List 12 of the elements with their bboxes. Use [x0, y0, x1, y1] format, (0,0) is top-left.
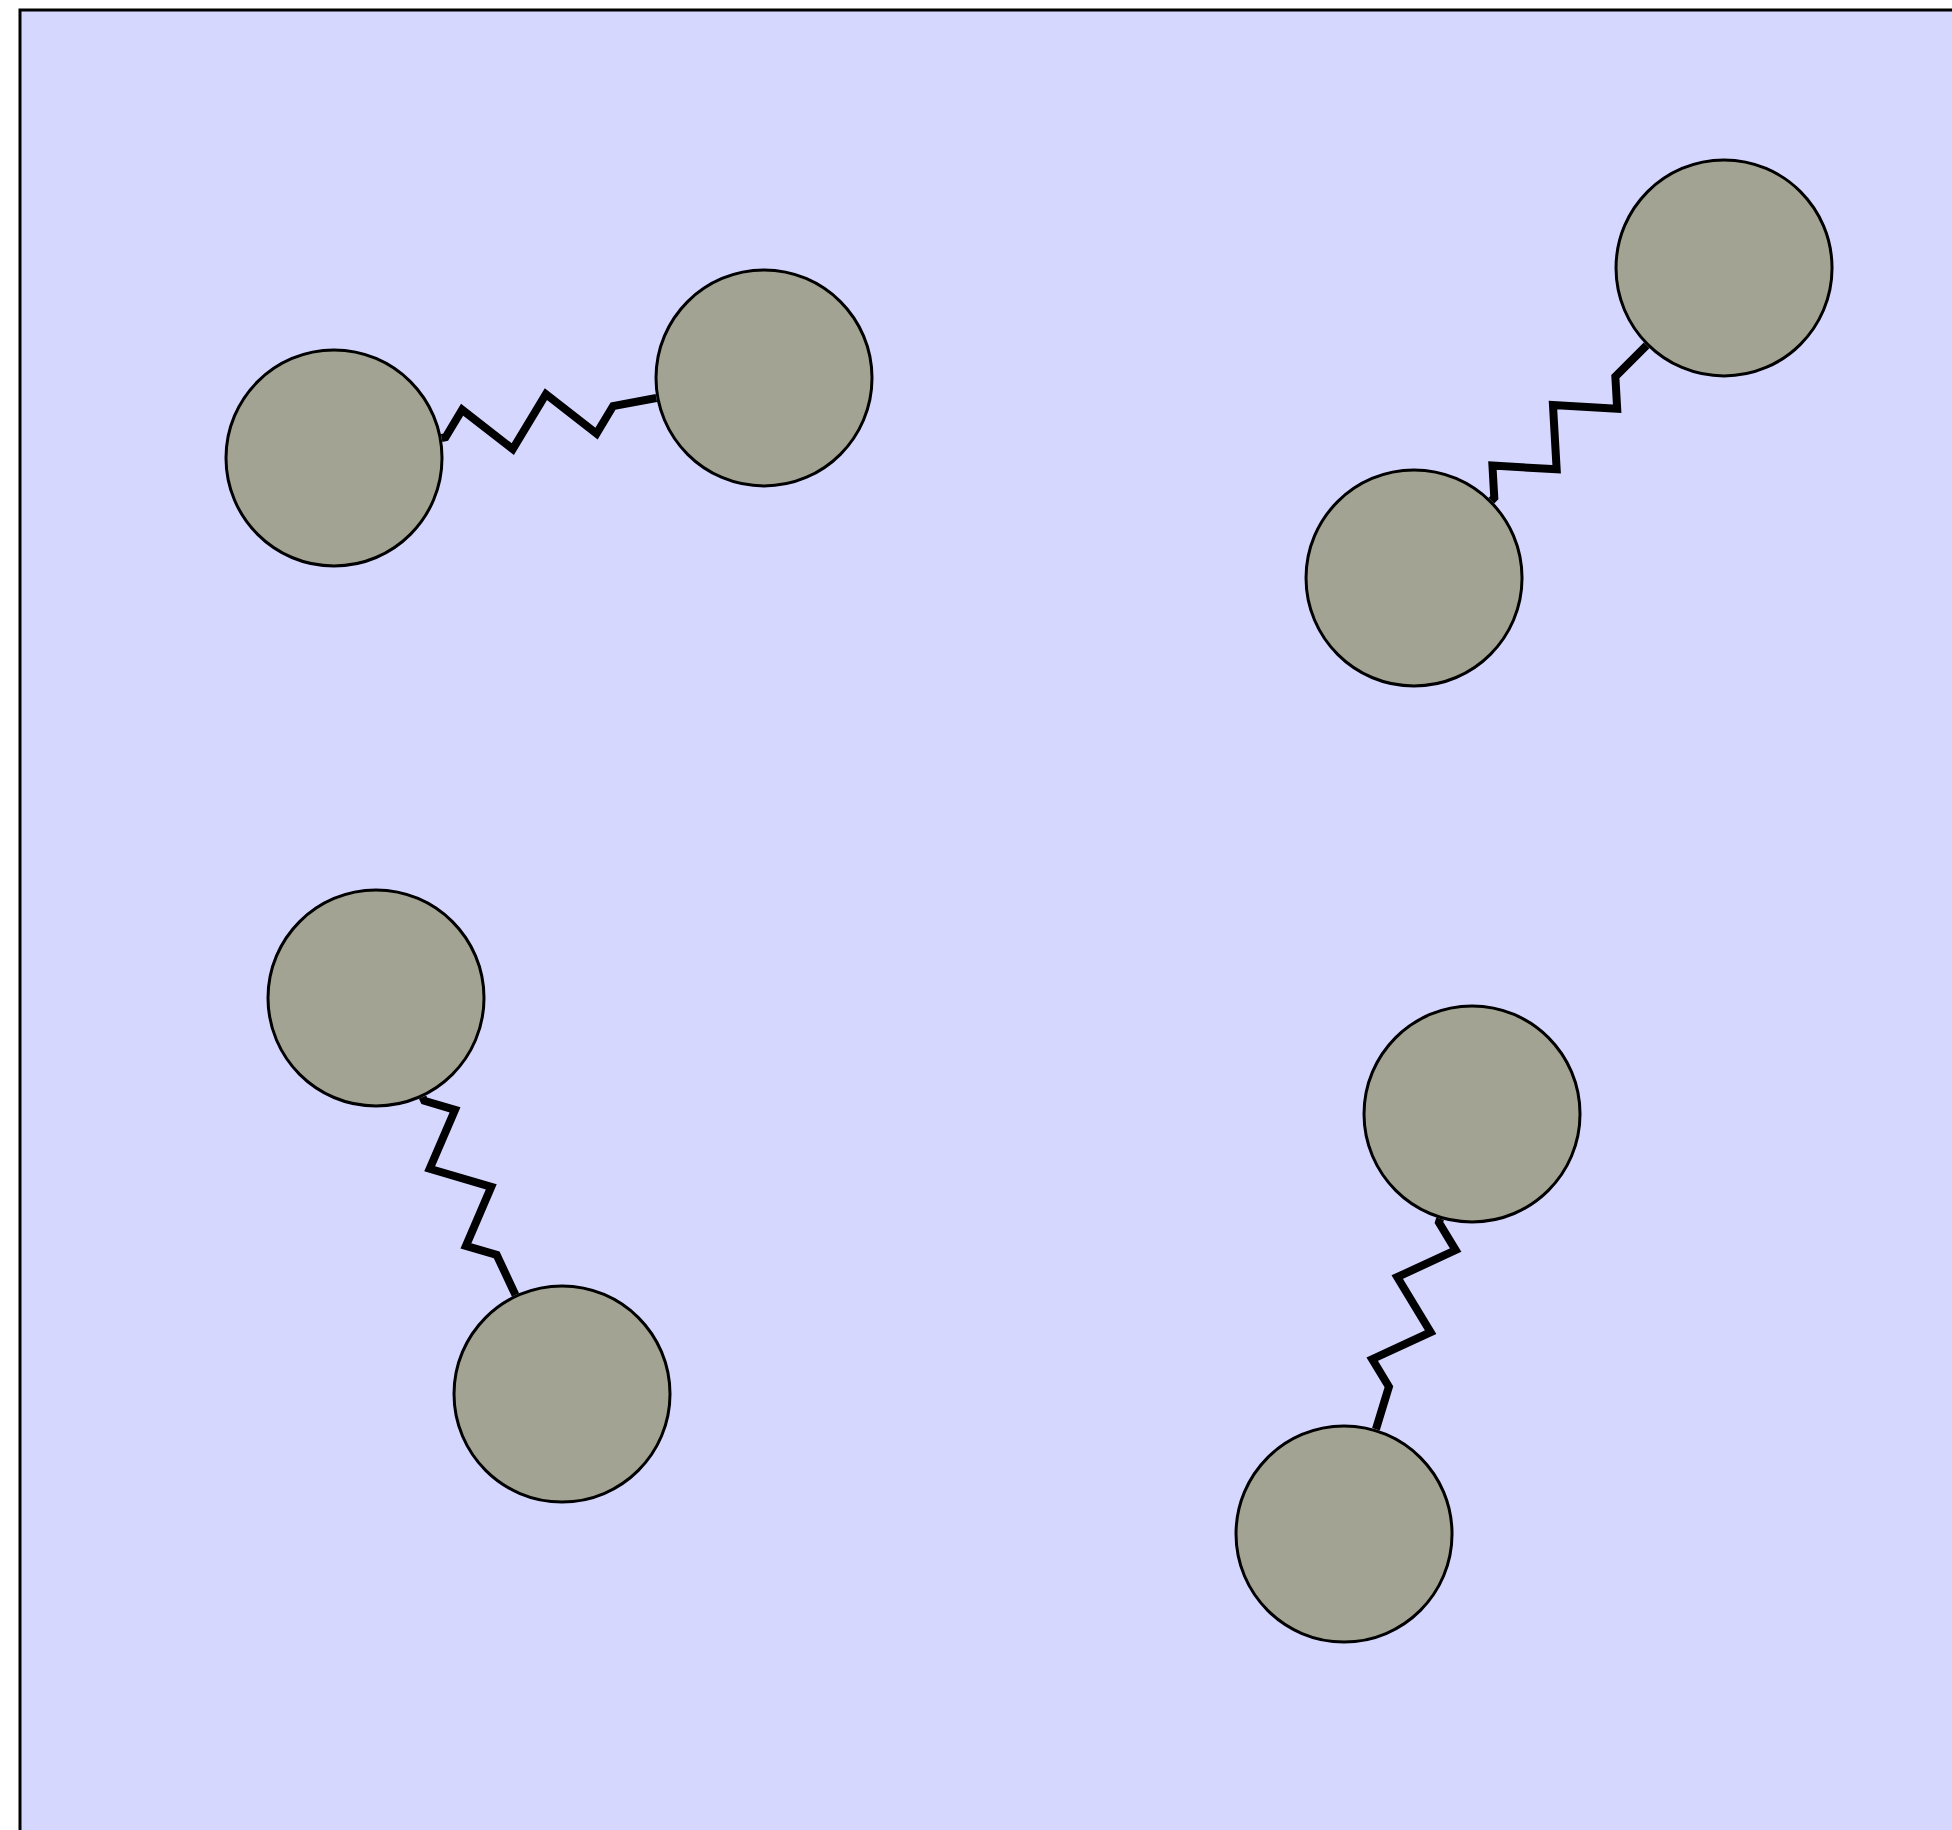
spring: [440, 388, 658, 456]
ball: [1362, 1004, 1582, 1224]
ball: [1304, 468, 1524, 688]
ball: [266, 888, 486, 1108]
spring: [1488, 342, 1650, 504]
spring: [1366, 1217, 1462, 1431]
ball: [224, 348, 444, 568]
spring: [418, 1095, 520, 1297]
ball: [1614, 158, 1834, 378]
ball: [654, 268, 874, 488]
ball: [1234, 1424, 1454, 1644]
ball: [452, 1284, 672, 1504]
